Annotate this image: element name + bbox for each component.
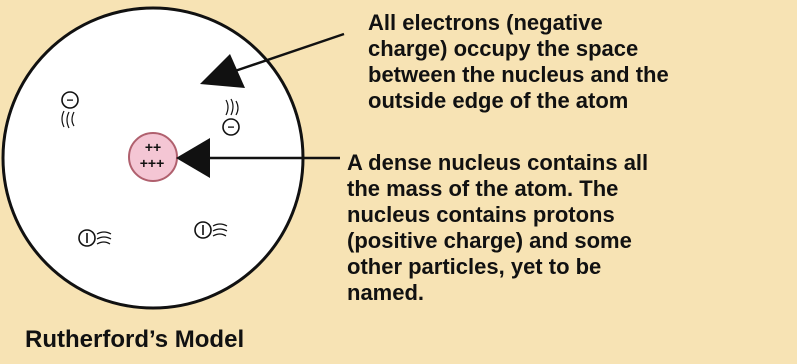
nucleus-annotation: A dense nucleus contains all the mass of… (347, 150, 649, 305)
nucleus-arrow (176, 138, 340, 178)
nucleus: ++ +++ (128, 132, 178, 182)
electrons-annotation: All electrons (negative charge) occupy t… (368, 10, 669, 113)
nucleus-charge-bottom: +++ (140, 155, 165, 171)
nucleus-charge-top: ++ (145, 139, 161, 155)
electron-bottom-left (78, 229, 112, 247)
electron-top-left: − (61, 91, 79, 129)
electron-top-right: − (222, 98, 240, 136)
svg-text:−: − (66, 93, 73, 107)
diagram-title: Rutherford’s Model (25, 326, 245, 353)
svg-text:−: − (227, 120, 234, 134)
electron-bottom-right (194, 221, 228, 239)
electron-space-arrow (200, 32, 345, 88)
